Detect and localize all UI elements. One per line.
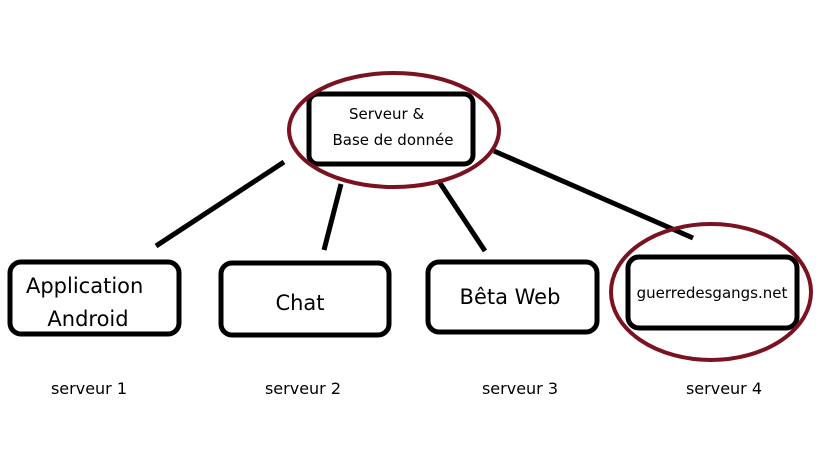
node-application-android: Application Android	[7, 259, 182, 337]
connector-chat	[321, 183, 344, 251]
server-highlight-circle	[287, 71, 501, 189]
connector-guerredesgangs	[492, 148, 695, 241]
guerredesgangs-highlight-circle	[609, 222, 813, 362]
caption-serveur-1: serveur 1	[51, 379, 127, 398]
caption-serveur-3: serveur 3	[482, 379, 558, 398]
captions: serveur 1 serveur 2 serveur 3 serveur 4	[51, 379, 762, 398]
server-database-box	[306, 91, 476, 167]
server-label-line2: Base de donnée	[333, 131, 454, 149]
svg-text:Application Android: Application Android	[26, 274, 150, 331]
android-label-line2: Android	[47, 307, 128, 331]
node-beta-web: Bêta Web	[425, 259, 600, 335]
guerredesgangs-label: guerredesgangs.net	[637, 284, 788, 302]
server-database-node: Serveur & Base de donnée	[287, 71, 501, 189]
svg-text:Chat: Chat	[275, 291, 324, 315]
svg-text:Bêta Web: Bêta Web	[460, 285, 561, 309]
caption-serveur-2: serveur 2	[265, 379, 341, 398]
connector-android	[154, 159, 286, 249]
connectors	[154, 148, 695, 253]
caption-serveur-4: serveur 4	[686, 379, 762, 398]
chat-box	[218, 260, 392, 338]
server-label-line1: Serveur &	[349, 105, 424, 123]
connector-beta-web	[435, 178, 488, 253]
beta-web-box	[425, 259, 600, 335]
svg-text:Serveur & Base de donnée: Serveur & Base de donnée	[333, 105, 454, 149]
node-guerredesgangs: guerredesgangs.net	[609, 222, 813, 362]
svg-text:guerredesgangs.net: guerredesgangs.net	[637, 284, 788, 302]
android-label-line1: Application	[26, 274, 143, 298]
node-chat: Chat	[218, 260, 392, 338]
chat-label: Chat	[275, 291, 324, 315]
guerredesgangs-box	[625, 254, 800, 331]
android-box	[7, 259, 182, 337]
beta-web-label: Bêta Web	[460, 285, 561, 309]
